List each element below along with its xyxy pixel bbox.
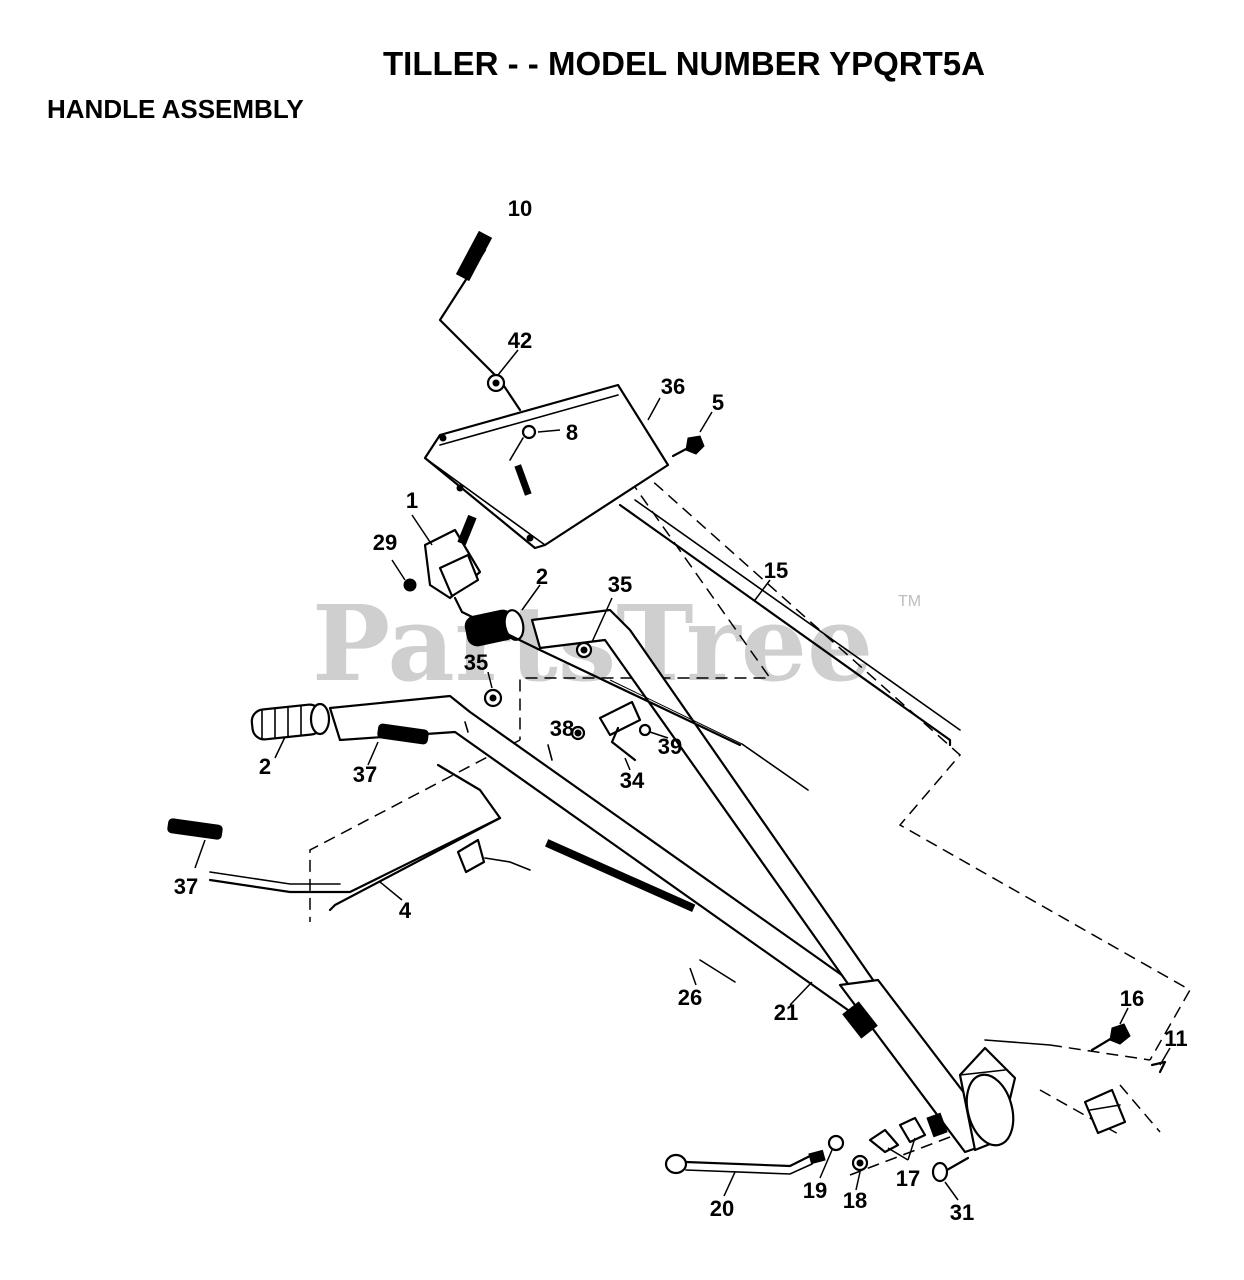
part-16-bolt bbox=[1090, 1023, 1131, 1052]
part-2-left-hand-grip bbox=[250, 702, 331, 741]
callout-19: 19 bbox=[803, 1178, 827, 1203]
callout-34: 34 bbox=[620, 768, 645, 793]
callout-2-lower: 2 bbox=[259, 754, 271, 779]
callout-37-lower: 37 bbox=[174, 874, 198, 899]
part-34-bracket bbox=[598, 700, 642, 762]
callout-36: 36 bbox=[661, 374, 685, 399]
part-35-nut-lower bbox=[483, 688, 503, 708]
part-18-nut bbox=[851, 1154, 869, 1172]
handle-mount-bracket bbox=[958, 1039, 1051, 1152]
callout-20: 20 bbox=[710, 1196, 734, 1221]
watermark-logo: PartsTree bbox=[312, 582, 873, 705]
callout-42: 42 bbox=[508, 328, 532, 353]
diagram-subtitle: HANDLE ASSEMBLY bbox=[47, 94, 304, 124]
callout-39: 39 bbox=[658, 734, 682, 759]
callout-labels: 10 42 36 5 8 1 29 15 2 35 35 38 39 34 2 … bbox=[174, 196, 1188, 1225]
part-20-shift-lever bbox=[664, 1149, 826, 1175]
watermark-trademark: TM bbox=[898, 593, 921, 610]
callout-16: 16 bbox=[1120, 986, 1144, 1011]
part-36-control-panel bbox=[423, 383, 670, 550]
part-37-spring-lower bbox=[167, 818, 223, 840]
part-4-clutch-lever bbox=[208, 763, 502, 912]
callout-21: 21 bbox=[774, 1000, 798, 1025]
callout-2-upper: 2 bbox=[536, 564, 548, 589]
callout-29: 29 bbox=[373, 530, 397, 555]
part-15-control-rod bbox=[618, 499, 961, 747]
part-35-nut-upper bbox=[575, 641, 593, 659]
part-42-nut bbox=[486, 373, 506, 393]
callout-17: 17 bbox=[896, 1166, 920, 1191]
diagram-title: TILLER - - MODEL NUMBER YPQRT5A bbox=[383, 45, 985, 82]
callout-8: 8 bbox=[566, 420, 578, 445]
part-37-spring-upper bbox=[377, 723, 429, 745]
part-26-clutch-cable bbox=[484, 839, 736, 983]
transmission-bracket bbox=[1083, 1088, 1127, 1135]
part-29-nut bbox=[403, 578, 417, 592]
throttle-cable bbox=[460, 610, 809, 791]
part-17-plates bbox=[868, 1112, 948, 1154]
callout-1: 1 bbox=[406, 488, 418, 513]
part-19-washer bbox=[827, 1134, 845, 1152]
part-39-washer bbox=[638, 723, 652, 737]
callout-38: 38 bbox=[550, 716, 574, 741]
part-10-control-rod bbox=[438, 230, 522, 412]
callout-4: 4 bbox=[399, 898, 412, 923]
part-31-bolt bbox=[931, 1156, 970, 1183]
callout-15: 15 bbox=[764, 558, 788, 583]
part-8-bolt bbox=[509, 424, 537, 461]
callout-35-upper: 35 bbox=[608, 572, 632, 597]
part-5-bolt bbox=[671, 435, 705, 458]
callout-18: 18 bbox=[843, 1188, 867, 1213]
callout-5: 5 bbox=[712, 390, 724, 415]
part-11-clip bbox=[1150, 1060, 1167, 1074]
callout-10: 10 bbox=[508, 196, 532, 221]
part-1-control-bracket bbox=[423, 514, 482, 614]
callout-37-upper: 37 bbox=[353, 762, 377, 787]
callout-35-lower: 35 bbox=[464, 650, 488, 675]
callout-11: 11 bbox=[1164, 1026, 1187, 1051]
callout-31: 31 bbox=[950, 1200, 974, 1225]
callout-26: 26 bbox=[678, 985, 702, 1010]
callout-leaders bbox=[194, 349, 1171, 1201]
